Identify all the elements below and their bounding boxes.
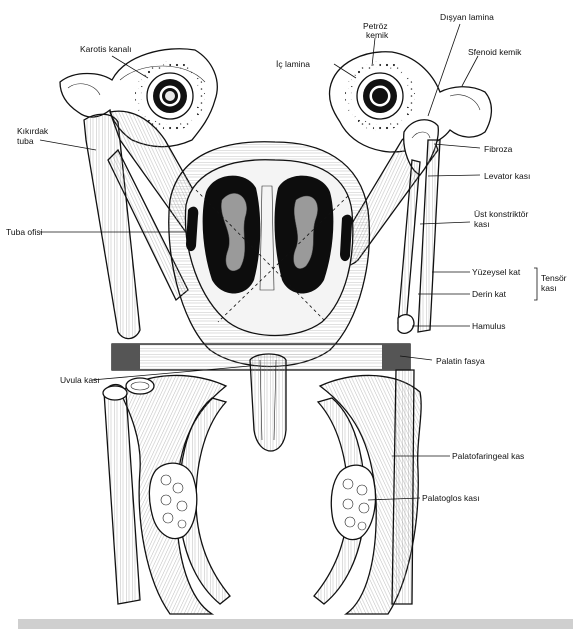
label-derin-kat: Derin kat (472, 289, 507, 299)
right-hamulus (398, 315, 414, 334)
label-ic-lamina: İç lamina (276, 59, 310, 69)
label-kikirdak-tuba-2: tuba (17, 136, 34, 146)
label-karotis-kanali: Karotis kanalı (80, 44, 132, 54)
label-palatin-fasya: Palatin fasya (436, 356, 485, 366)
label-uvula-kasi: Uvula kası (60, 375, 100, 385)
nasal-cavity-right (275, 176, 334, 294)
nasal-cavity-left (203, 176, 261, 294)
right-lateral-columns (392, 370, 414, 604)
label-hamulus: Hamulus (472, 321, 506, 331)
left-carotid-canal (165, 91, 175, 101)
label-kikirdak-tuba-1: Kıkırdak (17, 126, 49, 136)
label-palatoglos-kasi: Palatoglos kası (422, 493, 480, 503)
label-tuba-ofisi: Tuba ofisi (6, 227, 43, 237)
label-disyan-lamina: Dışyan lamina (440, 12, 494, 22)
label-levator-kasi: Levator kası (484, 171, 530, 181)
right-palatine-tonsil (331, 465, 375, 539)
label-yuzeysel-kat: Yüzeysel kat (472, 267, 521, 277)
label-palatofaringeal-kas: Palatofaringeal kas (452, 451, 524, 461)
label-ust-konstriktor-1: Üst konstriktör (474, 209, 528, 219)
label-tensor-kasi-1: Tensör (541, 273, 567, 283)
label-petroz-kemik-2: kemik (366, 30, 389, 40)
label-ust-konstriktor-2: kası (474, 219, 490, 229)
label-fibroza: Fibroza (484, 144, 513, 154)
label-tensor-kasi-2: kası (541, 283, 557, 293)
label-sfenoid-kemik: Sfenoid kemik (468, 47, 522, 57)
uvula (250, 354, 286, 451)
bottom-band (18, 619, 573, 629)
